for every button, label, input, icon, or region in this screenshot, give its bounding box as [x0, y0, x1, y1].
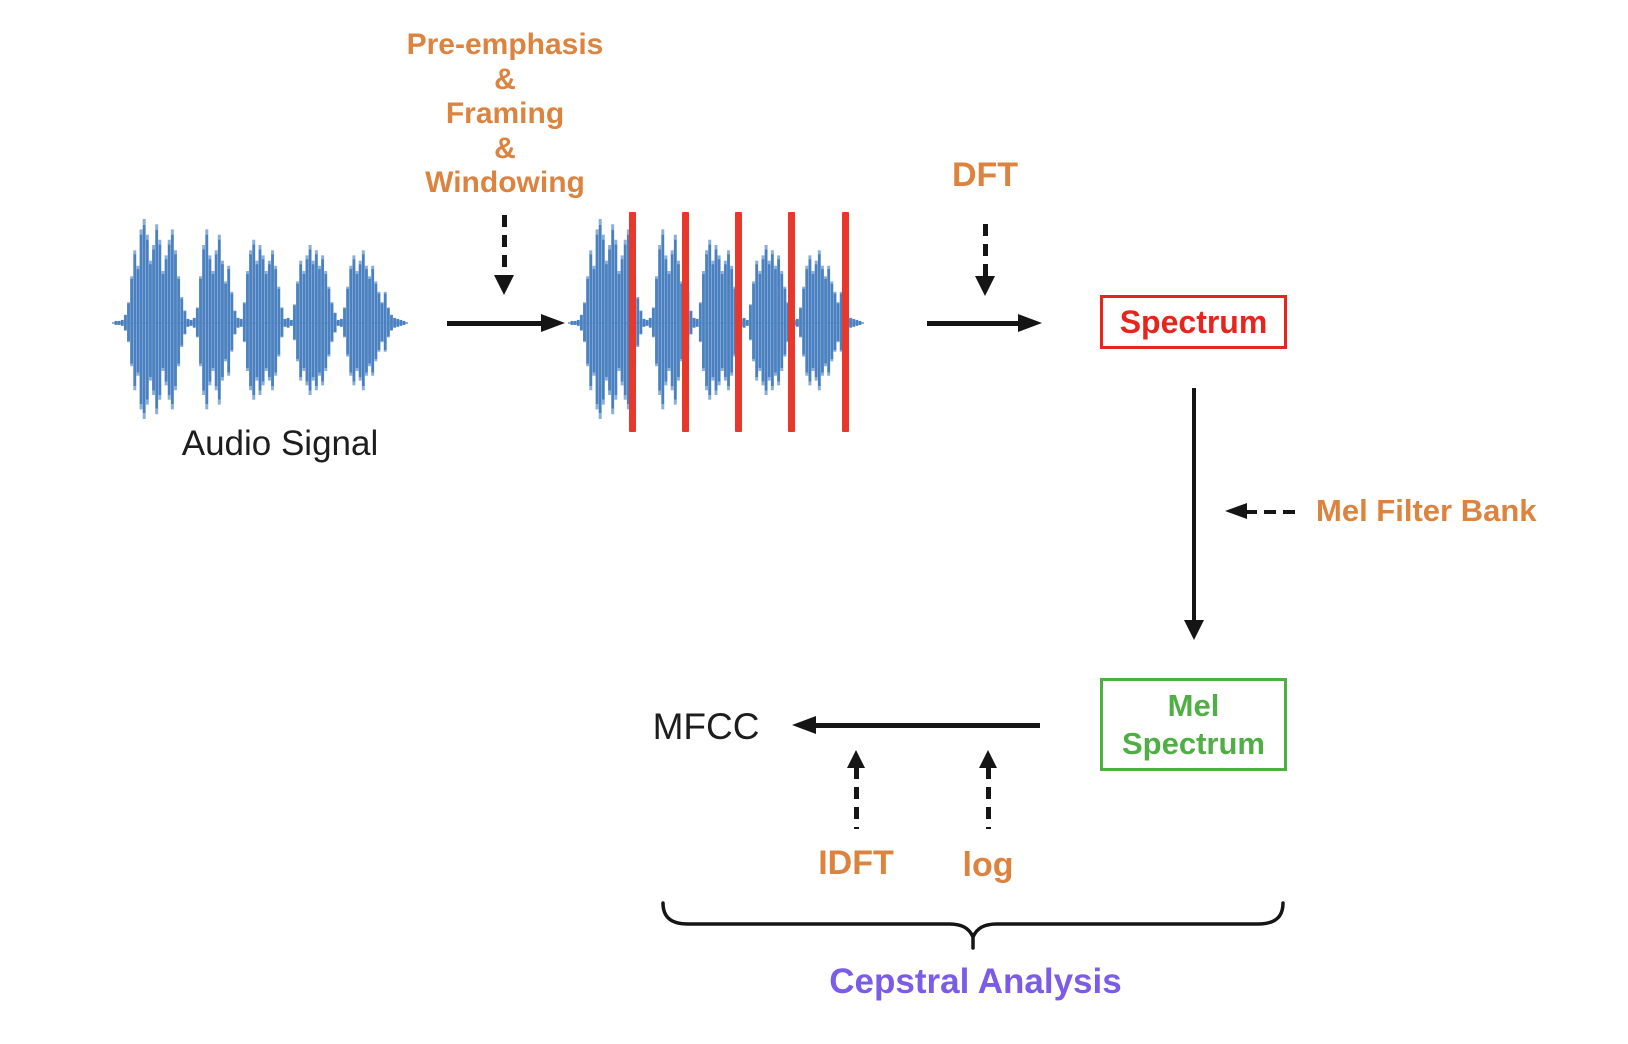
arrowhead-left-icon — [1225, 503, 1247, 519]
arrow-spectrum-to-melspectrum — [1184, 388, 1204, 640]
preprocess-label: Pre-emphasis & Framing & Windowing — [406, 28, 604, 199]
framed-waveform — [568, 210, 864, 434]
dashed-line — [501, 215, 507, 275]
dashed-line — [853, 767, 859, 829]
arrowhead-down-icon — [1184, 620, 1204, 640]
arrowhead-down-icon — [975, 276, 995, 296]
mel-filter-bank-dashed-arrow — [1225, 503, 1299, 521]
dashed-line — [982, 224, 988, 276]
arrow-line — [927, 321, 1022, 326]
audio-signal-waveform — [112, 216, 408, 430]
arrowhead-up-icon — [847, 750, 865, 768]
mel-filter-bank-label: Mel Filter Bank — [1316, 493, 1537, 528]
spectrum-box: Spectrum — [1100, 295, 1287, 349]
arrow-frames-to-spectrum — [927, 314, 1042, 332]
mel-spectrum-box: Mel Spectrum — [1100, 678, 1287, 771]
arrow-line — [812, 723, 1040, 728]
frame-boundary-line — [787, 212, 795, 432]
arrow-line — [1191, 388, 1196, 622]
spectrum-box-label: Spectrum — [1119, 303, 1268, 340]
arrow-line — [447, 321, 545, 326]
mel-spectrum-box-label: Mel Spectrum — [1122, 687, 1265, 761]
waveform-graphic — [568, 219, 864, 419]
arrowhead-right-icon — [541, 314, 565, 332]
frame-boundary-line — [628, 212, 636, 432]
arrow-audio-to-frames — [447, 314, 565, 332]
mfcc-label: MFCC — [652, 706, 760, 747]
cepstral-brace — [661, 901, 1285, 950]
frame-boundary-line — [681, 212, 689, 432]
idft-label: IDFT — [818, 844, 894, 882]
audio-signal-label: Audio Signal — [181, 424, 379, 463]
waveform-graphic — [112, 219, 408, 419]
arrowhead-up-icon — [979, 750, 997, 768]
dft-dashed-arrow — [975, 224, 995, 296]
cepstral-analysis-label: Cepstral Analysis — [829, 962, 1122, 1001]
dashed-line — [985, 767, 991, 829]
arrowhead-right-icon — [1018, 314, 1042, 332]
frame-boundary-line — [734, 212, 742, 432]
arrowhead-left-icon — [792, 716, 816, 734]
log-label: log — [962, 846, 1014, 884]
log-dashed-arrow — [979, 750, 997, 830]
dashed-line — [1245, 509, 1299, 514]
frame-boundary-line — [841, 212, 849, 432]
arrow-melspectrum-to-mfcc — [792, 716, 1040, 734]
dft-label: DFT — [951, 156, 1019, 194]
preprocess-dashed-arrow — [494, 215, 514, 295]
idft-dashed-arrow — [847, 750, 865, 830]
arrowhead-down-icon — [494, 275, 514, 295]
